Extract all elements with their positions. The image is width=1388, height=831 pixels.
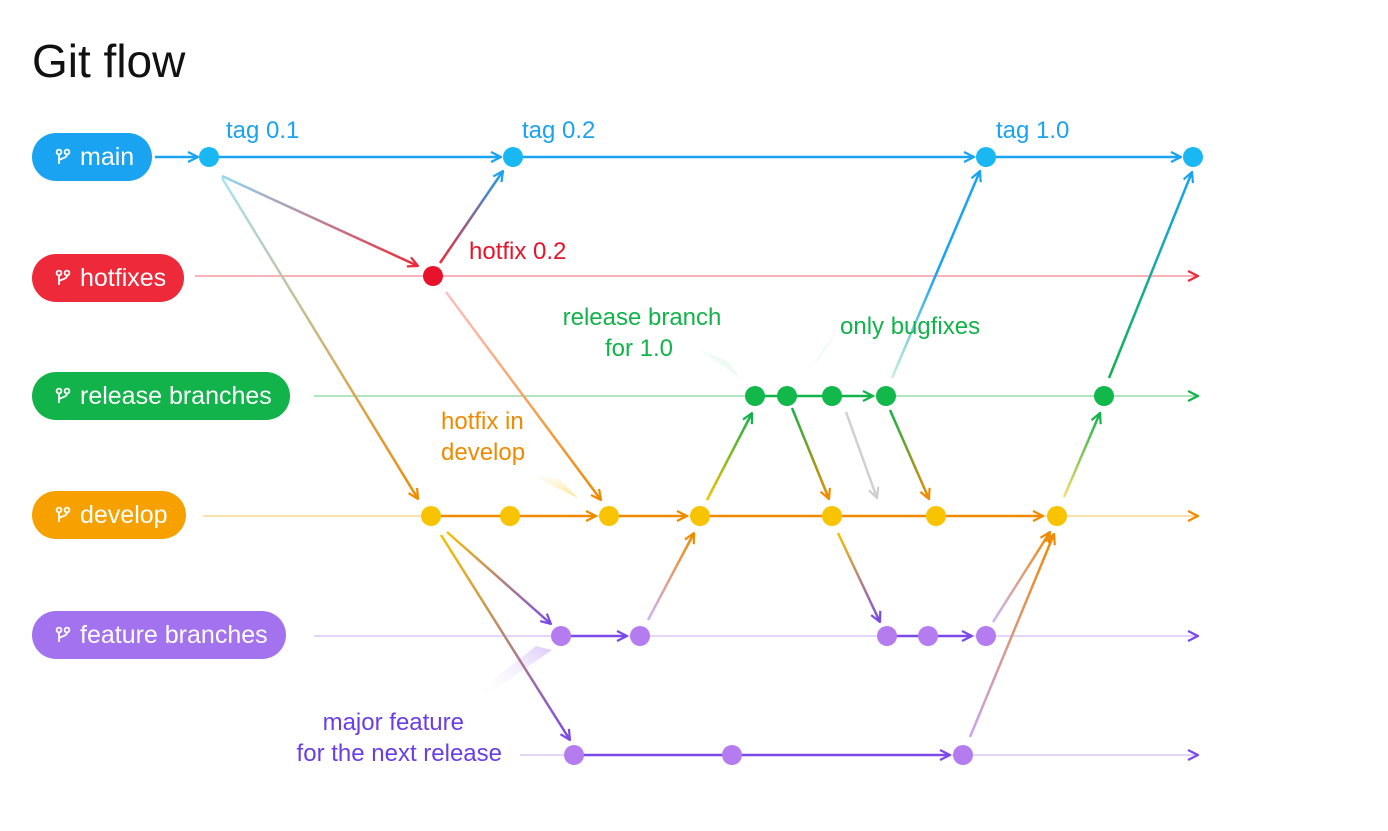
commit-dot <box>822 506 842 526</box>
commit-dot <box>500 506 520 526</box>
branch-label-text: develop <box>80 500 168 529</box>
commit-dot <box>745 386 765 406</box>
commit-dot <box>423 266 443 286</box>
branch-icon <box>55 387 71 403</box>
merge-arrow <box>444 291 601 500</box>
tag-label: tag 0.2 <box>522 117 596 144</box>
branch-label-text: hotfixes <box>80 263 167 292</box>
bugfixes-note: only bugfixes <box>840 313 981 340</box>
commit-dot <box>926 506 946 526</box>
annotation-pointer <box>480 646 552 700</box>
commit-dot <box>599 506 619 526</box>
branch-icon <box>55 506 71 522</box>
merge-arrow <box>439 534 570 740</box>
branch-icon <box>55 626 71 642</box>
page-title: Git flow <box>32 35 186 87</box>
merge-arrow <box>888 409 929 499</box>
commit-dot <box>1047 506 1067 526</box>
commit-dot <box>630 626 650 646</box>
branch-label-text: main <box>80 142 135 171</box>
merge-arrow <box>968 534 1054 738</box>
merge-arrow <box>790 407 829 499</box>
annotation-pointer <box>520 470 578 498</box>
merge-arrow <box>705 413 752 501</box>
commit-dot <box>1183 147 1203 167</box>
note-line: major feature <box>322 709 464 736</box>
commit-dot <box>976 626 996 646</box>
merge-arrow <box>438 171 503 264</box>
merge-arrow <box>991 532 1050 623</box>
note-line: for 1.0 <box>604 335 674 362</box>
commit-dot <box>876 386 896 406</box>
commit-dot <box>877 626 897 646</box>
branch-label-main: main <box>32 133 153 181</box>
branch-label-text: release branches <box>80 381 272 410</box>
note-line: release branch <box>562 304 722 331</box>
branch-label-feature: feature branches <box>32 611 286 659</box>
note-line: hotfix in <box>441 408 524 435</box>
commit-dot <box>976 147 996 167</box>
commit-dot <box>777 386 797 406</box>
branch-icon <box>55 148 71 164</box>
major-feature-note: major feature for the next release <box>250 707 502 769</box>
hotfix-develop-note: hotfix in develop <box>441 406 525 468</box>
branch-label-develop: develop <box>32 491 186 539</box>
branch-icon <box>55 269 71 285</box>
merge-arrow <box>221 174 418 266</box>
merge-arrow <box>890 171 980 379</box>
note-line: develop <box>441 439 526 466</box>
commit-dot <box>564 745 584 765</box>
merge-arrow <box>446 531 551 624</box>
commit-dot <box>551 626 571 646</box>
merge-arrow <box>220 177 418 499</box>
merge-arrow <box>836 532 880 622</box>
commit-dot <box>503 147 523 167</box>
commit-dot <box>822 386 842 406</box>
annotation-pointer <box>800 335 835 380</box>
tag-label: tag 1.0 <box>996 117 1070 144</box>
tag-label: tag 0.1 <box>226 117 300 144</box>
merge-arrow <box>646 533 694 621</box>
commit-dot <box>421 506 441 526</box>
note-line: for the next release <box>296 740 502 767</box>
merge-arrow <box>1107 172 1192 379</box>
branch-label-release: release branches <box>32 372 290 420</box>
commit-dot <box>722 745 742 765</box>
release-branch-note: release branch for 1.0 <box>547 302 737 364</box>
branch-label-text: feature branches <box>80 620 268 649</box>
commit-dot <box>1094 386 1114 406</box>
annotation-pointer <box>700 350 742 380</box>
commit-dot <box>199 147 219 167</box>
merge-arrow <box>844 411 877 498</box>
hotfix-label: hotfix 0.2 <box>469 238 567 265</box>
merge-arrow <box>1062 413 1100 498</box>
branch-label-hotfixes: hotfixes <box>32 254 185 302</box>
commit-dot <box>953 745 973 765</box>
commit-dot <box>690 506 710 526</box>
commit-dot <box>918 626 938 646</box>
